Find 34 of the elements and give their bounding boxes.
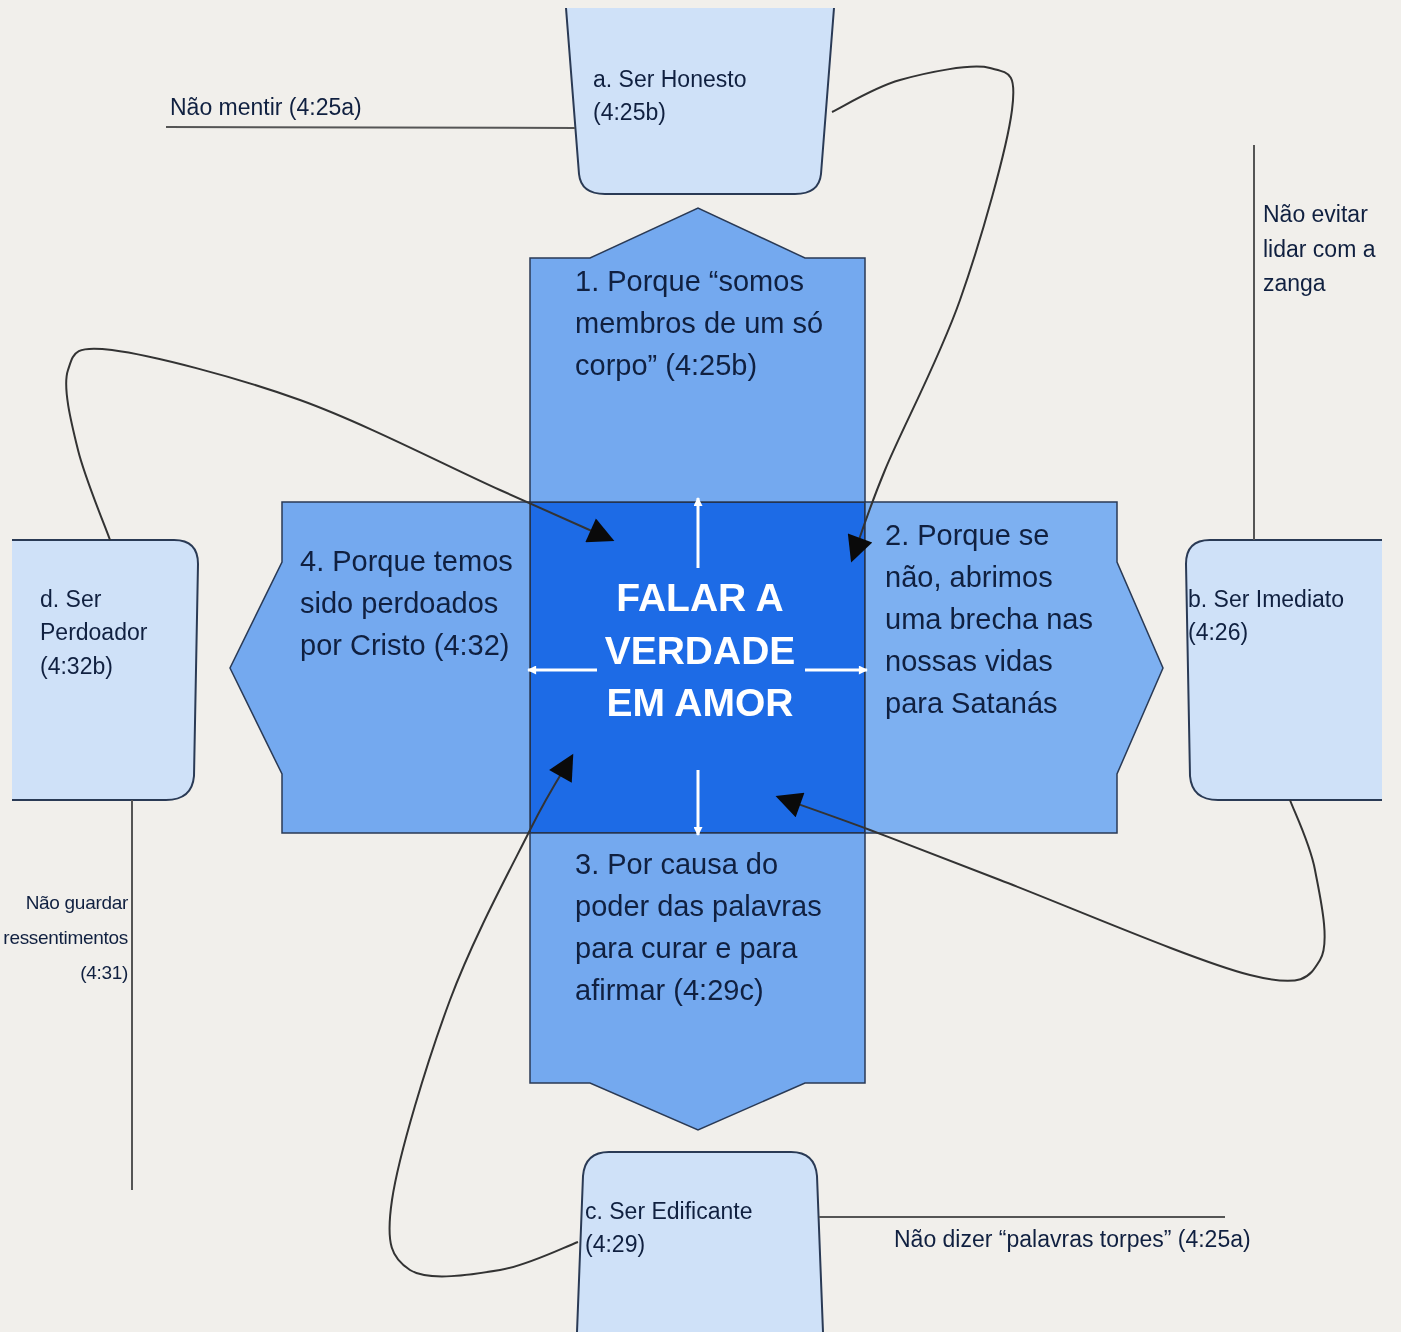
box-text: 3. Por causa do poder das palavras para curar e para afirmar (4:29c)	[575, 847, 823, 1009]
arrow-shaped-box	[230, 502, 530, 833]
box-text: c. Ser Edificante (4:29)	[585, 1197, 754, 1260]
box-text: a. Ser Honesto (4:25b)	[593, 65, 748, 128]
box-text: 2. Porque se não, abrimos uma brecha nas nossas vidas para Satanás	[885, 518, 1094, 722]
arrow-shaped-box	[530, 833, 865, 1130]
box-text: Não guardar ressentimentos (4:31)	[2, 891, 129, 986]
curved-arrow	[388, 753, 579, 1278]
arrow-shaped-box	[865, 502, 1163, 833]
box-text: 4. Porque temos sido perdoados por Cristo (4:32)	[300, 544, 514, 664]
curved-arrow	[831, 65, 1015, 563]
arrow	[693, 497, 703, 568]
box-text: b. Ser Imediato (4:26)	[1188, 585, 1345, 648]
rounded-box	[12, 538, 202, 802]
title-text: FALAR A VERDADE EM AMOR	[603, 575, 797, 727]
box-text: Não mentir (4:25a)	[170, 93, 363, 122]
leader-line	[165, 126, 576, 129]
rounded-box	[575, 1150, 825, 1332]
curved-arrow	[65, 347, 615, 543]
arrow	[693, 770, 703, 836]
center-box	[530, 502, 865, 833]
curved-arrow	[775, 792, 1326, 982]
box-text: d. Ser Perdoador (4:32b)	[40, 585, 149, 681]
rounded-box	[565, 8, 835, 196]
box-text: Não dizer “palavras torpes” (4:25a)	[894, 1225, 1252, 1254]
arrow	[805, 665, 868, 675]
leader-line	[818, 1216, 1226, 1218]
leader-line	[1253, 144, 1255, 541]
box-text: Não evitar lidar com a zanga	[1263, 200, 1377, 298]
leader-line	[131, 799, 133, 1191]
box-text: 1. Porque “somos membros de um só corpo” (4:25b)	[575, 264, 825, 384]
arrow	[527, 665, 597, 675]
arrow-shaped-box	[530, 208, 865, 502]
rounded-box	[1182, 538, 1382, 802]
